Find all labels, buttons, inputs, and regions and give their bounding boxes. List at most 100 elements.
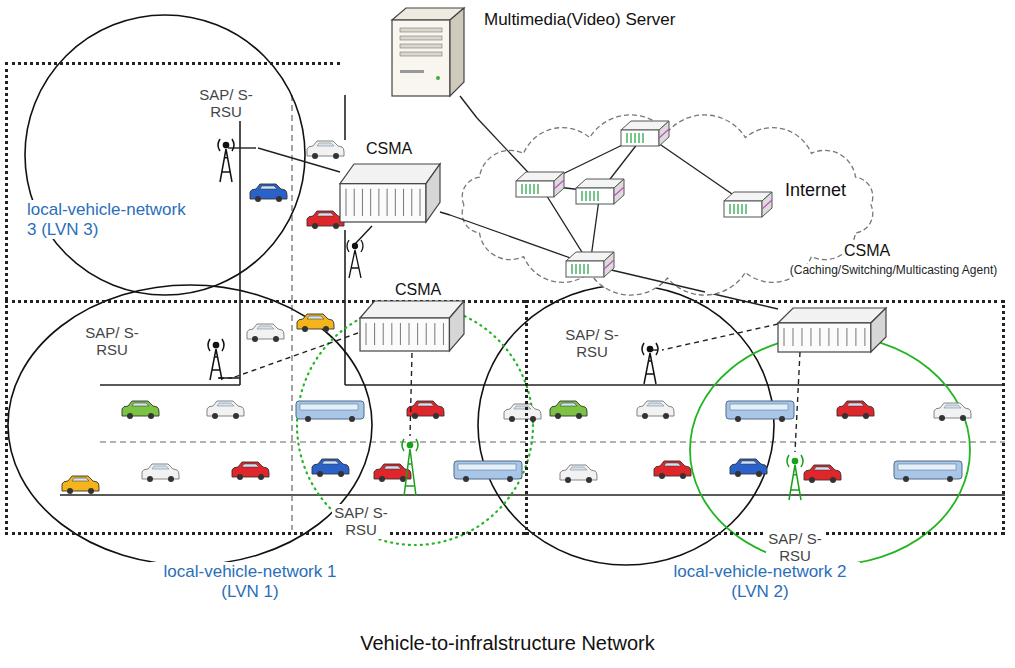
coverage-areas	[8, 15, 970, 565]
connector	[460, 96, 477, 118]
antenna-head	[353, 244, 358, 249]
lvn-region: local-vehicle-network 3 (LVN 3) SAP/ S-RS…	[5, 62, 340, 300]
csma-node: CSMA	[358, 281, 466, 353]
label-holder: SAP/ S-RSU	[766, 530, 824, 565]
car-icon	[934, 403, 971, 421]
sap-rsu-node: SAP/ S-RSU	[196, 86, 258, 188]
coverage-circle	[297, 305, 533, 545]
antenna-icon	[787, 455, 803, 500]
car-icon	[312, 459, 349, 477]
node-label: local-vehicle-network 1 (LVN 1)	[150, 562, 350, 601]
node-label: (Caching/Switching/Multicasting Agent)	[786, 264, 1001, 278]
car-icon	[837, 401, 874, 419]
car-icon	[307, 211, 344, 229]
sap-rsu-node: SAP/ S-RSU	[562, 326, 662, 386]
node-label: Internet	[785, 180, 846, 201]
label-holder: SAP/ S-RSU	[563, 326, 621, 361]
bus-icon	[296, 401, 364, 422]
node-label: SAP/ S-RSU	[332, 504, 390, 539]
coverage-circle	[25, 15, 305, 295]
car-icon	[307, 141, 344, 159]
switch-icon	[360, 301, 464, 351]
label-holder: Internet	[785, 180, 846, 201]
car-icon	[297, 314, 334, 332]
car-icon	[232, 462, 269, 480]
lvn-region: local-vehicle-network 2 (LVN 2)SAP/ S-RS…	[525, 300, 1005, 535]
caption: Vehicle-to-infralstructure Network	[0, 632, 1015, 655]
label-holder: Multimedia(Video) Server	[484, 10, 675, 30]
node-label: CSMA	[844, 242, 890, 260]
car-icon	[654, 461, 691, 479]
internet-link	[450, 215, 590, 265]
car-icon	[804, 465, 841, 483]
connector	[232, 333, 358, 378]
router-icon	[576, 179, 624, 204]
label-holder: SAP/ S-RSU	[83, 324, 141, 359]
road-edge	[344, 95, 346, 140]
node-label: local-vehicle-network 2 (LVN 2)	[660, 562, 860, 601]
label-holder: SAP/ S-RSU	[197, 86, 255, 121]
car-icon	[730, 459, 767, 477]
sap-rsu-node: SAP/ S-RSU	[330, 436, 430, 548]
car-icon	[407, 401, 444, 419]
router-icon	[621, 121, 669, 146]
car-icon	[504, 404, 541, 422]
label-holder: local-vehicle-network 2 (LVN 2)	[660, 562, 860, 601]
connector	[410, 353, 412, 436]
small-antenna	[347, 226, 372, 278]
road-edge	[344, 230, 346, 385]
connector	[662, 324, 778, 350]
car-icon	[560, 465, 597, 483]
sap-rsu-node: SAP/ S-RSU	[760, 452, 830, 570]
router-icon	[724, 192, 772, 217]
node-shape	[778, 242, 1005, 352]
server-icon	[392, 8, 464, 96]
node-label: local-vehicle-network 3 (LVN 3)	[27, 200, 192, 239]
coverage-circle	[8, 285, 372, 565]
lane-divider	[100, 441, 1005, 442]
node-label: SAP/ S-RSU	[766, 530, 824, 565]
wire-stub	[228, 147, 256, 148]
bus-icon	[726, 401, 794, 422]
node-label: SAP/ S-RSU	[563, 326, 621, 361]
road-edge	[345, 384, 1005, 386]
node-label: SAP/ S-RSU	[83, 324, 141, 359]
vehicles	[62, 141, 971, 494]
coverage-circle	[690, 335, 970, 565]
label-holder: CSMA	[366, 140, 412, 158]
node-label: Multimedia(Video) Server	[484, 10, 675, 30]
car-icon	[142, 464, 179, 482]
router-icon	[516, 172, 564, 197]
road-edge	[239, 95, 241, 385]
car-icon	[637, 401, 674, 419]
car-icon	[550, 401, 587, 419]
road-edge	[100, 384, 240, 386]
csma-node: CSMA	[340, 140, 440, 230]
bus-icon	[454, 461, 522, 482]
connector	[795, 352, 800, 452]
antenna-wire	[355, 226, 372, 244]
node-label: CSMA	[366, 140, 412, 158]
antenna-icon	[402, 439, 418, 496]
node-label: SAP/ S-RSU	[197, 86, 255, 121]
car-icon	[207, 401, 244, 419]
lane-dividers	[100, 95, 1005, 530]
switch-icon	[778, 308, 886, 352]
label-holder: CSMA	[395, 281, 441, 299]
sap-rsu-node: SAP/ S-RSU	[82, 324, 232, 392]
lane-divider	[291, 95, 292, 530]
server-node: Multimedia(Video) Server	[392, 4, 678, 96]
antenna-icon	[218, 139, 234, 182]
label-holder: SAP/ S-RSU	[332, 504, 390, 539]
node-label: CSMA	[395, 281, 441, 299]
connector	[440, 212, 450, 215]
router-icon	[566, 252, 614, 277]
connector	[258, 148, 340, 172]
antenna-mast	[349, 250, 361, 278]
car-icon	[247, 324, 284, 342]
road-lines	[60, 95, 1005, 495]
road-edge	[60, 494, 1005, 496]
antenna-icon	[208, 339, 224, 380]
antenna-icon	[642, 343, 658, 384]
car-icon	[62, 476, 99, 494]
